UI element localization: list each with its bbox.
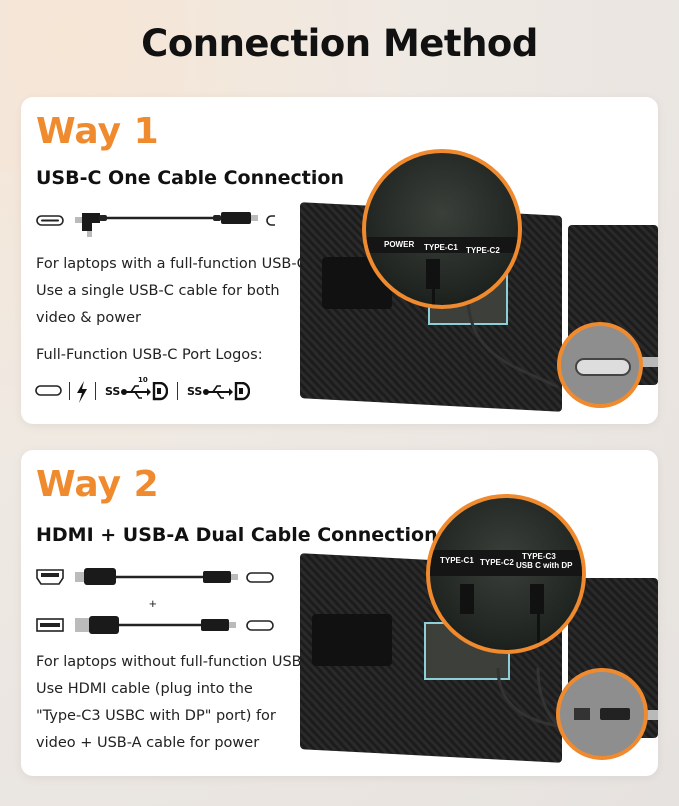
port-label-power: POWER <box>384 240 415 249</box>
laptop-port-zoom-circle <box>557 322 643 408</box>
cable <box>432 285 435 305</box>
usb-c-port-icon <box>266 215 275 226</box>
usb-c-plug <box>426 259 440 289</box>
way1-cable-diagram <box>36 212 275 237</box>
superspeed-10-label: 10 <box>138 376 148 384</box>
usb-c-cable-icon <box>466 296 559 389</box>
way2-description: For laptops without full-function USB-C … <box>36 649 317 757</box>
logos-label: Full-Function USB-C Port Logos: <box>36 347 263 363</box>
usb-c-port-icon <box>36 215 64 226</box>
way1-description-line: video & power <box>36 310 141 326</box>
way1-subtitle: USB-C One Cable Connection <box>36 167 344 189</box>
usb-c-logos-row: SS 10 SS <box>35 376 285 403</box>
displayport-icon <box>234 382 250 401</box>
way2-heading: Way 2 <box>36 464 159 505</box>
way2-subtitle: HDMI + USB-A Dual Cable Connection <box>36 524 438 546</box>
way2-description-line: video + USB-A cable for power <box>36 735 260 751</box>
thunderbolt-icon <box>77 381 87 403</box>
way1-description: For laptops with a full-function USB-C U… <box>36 251 307 332</box>
usb-a-port-icon <box>36 618 64 632</box>
plus-sign: + <box>149 596 157 611</box>
divider <box>177 382 178 400</box>
usb-c-port-icon <box>575 358 631 376</box>
page-title: Connection Method <box>141 22 538 65</box>
port-label-type-c2: TYPE-C2 <box>466 246 500 255</box>
superspeed-label: SS <box>187 385 203 398</box>
divider <box>69 382 70 400</box>
port-label-type-c1: TYPE-C1 <box>424 243 458 252</box>
port-label-type-c1: TYPE-C1 <box>440 556 474 565</box>
way2-description-line: "Type-C3 USBC with DP" port) for <box>36 708 276 724</box>
usb-c-plug <box>460 584 474 614</box>
port-label-strip <box>430 550 582 576</box>
port-label-strip <box>366 237 518 253</box>
usb-c-port-icon <box>246 620 274 631</box>
usb-c-plug <box>530 584 544 614</box>
cable <box>537 610 540 650</box>
port-label-type-c3: TYPE-C3 <box>522 552 556 561</box>
divider <box>95 382 96 400</box>
way2-card: Way 2 HDMI + USB-A Dual Cable Connection… <box>21 450 658 776</box>
way1-card: Way 1 USB-C One Cable Connection For lap… <box>21 97 658 424</box>
usb-a-cable-icon <box>75 616 236 634</box>
port-label-type-c2: TYPE-C2 <box>480 558 514 567</box>
port-label-usb-c-dp: USB C with DP <box>516 561 573 570</box>
usb-trident-icon <box>203 385 233 399</box>
usb-a-cable-diagram <box>36 616 274 634</box>
way2-description-line: For laptops without full-function USB-C <box>36 654 317 670</box>
superspeed-label: SS <box>105 385 121 398</box>
usb-trident-icon <box>121 385 151 399</box>
way2-description-line: Use HDMI cable (plug into the <box>36 681 253 697</box>
hdmi-port-icon <box>600 708 630 720</box>
usb-c-cable-icon <box>75 212 258 237</box>
way1-heading: Way 1 <box>36 111 159 152</box>
way1-description-line: For laptops with a full-function USB-C <box>36 256 307 272</box>
displayport-icon <box>152 382 168 401</box>
port-zoom-circle: POWER TYPE-C1 TYPE-C2 <box>362 149 522 309</box>
usb-c-port-icon <box>35 385 62 396</box>
hdmi-cable-diagram <box>36 568 274 585</box>
usb-c-port-icon <box>246 572 274 583</box>
way1-description-line: Use a single USB-C cable for both <box>36 283 280 299</box>
monitor-mount <box>312 614 392 666</box>
laptop-port-zoom-circle <box>556 668 648 760</box>
port-zoom-circle: TYPE-C1 TYPE-C2 TYPE-C3 USB C with DP <box>426 494 586 654</box>
usb-a-port-icon <box>574 708 590 720</box>
hdmi-cable-icon <box>75 568 238 585</box>
hdmi-port-icon <box>36 569 64 585</box>
